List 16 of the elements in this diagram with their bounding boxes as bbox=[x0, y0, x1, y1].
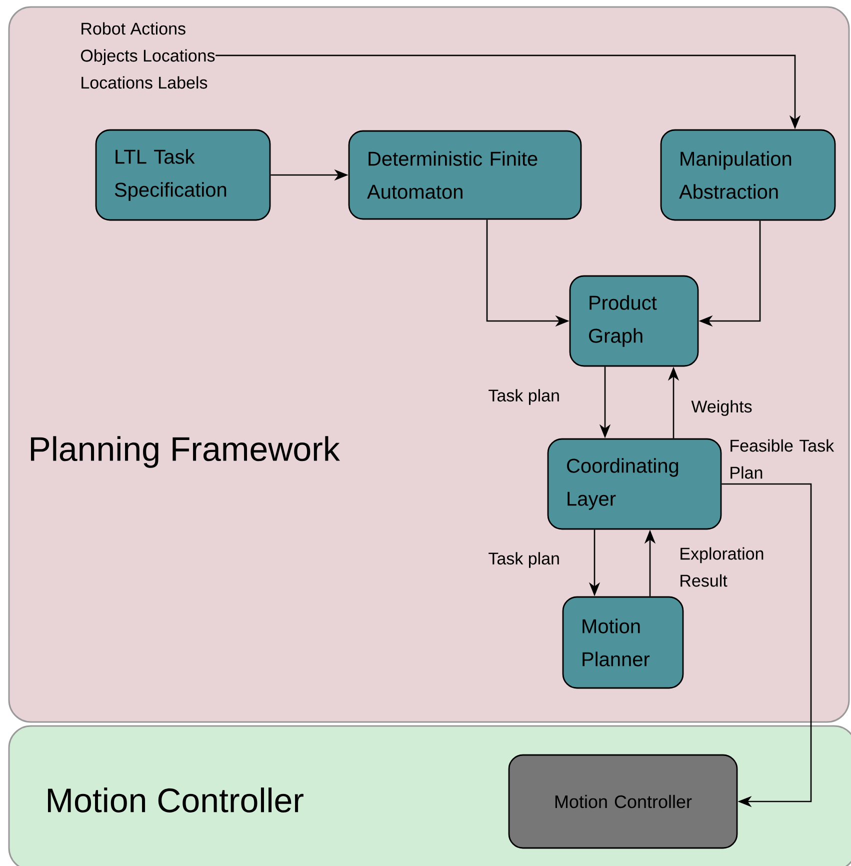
process-box: Motion Planner bbox=[562, 596, 684, 689]
process-box: Product Graph bbox=[569, 275, 699, 367]
input-list: Robot Actions Objects Locations Locations Labels bbox=[81, 22, 215, 89]
process-box: Manipulation Abstraction bbox=[660, 129, 836, 221]
process-box: Deterministic Finite Automaton bbox=[348, 130, 582, 220]
arrow bbox=[722, 483, 812, 808]
edge-label: Feasible Task Plan bbox=[730, 439, 834, 479]
edge-label: Task plan bbox=[488, 389, 559, 405]
process-box: Motion Controller bbox=[508, 754, 738, 849]
edge-label: Weights bbox=[691, 400, 752, 416]
process-box: Coordinating Layer bbox=[547, 438, 722, 530]
panel-title: Planning Framework bbox=[31, 436, 340, 468]
edge-label: Exploration Result bbox=[680, 547, 764, 587]
panel-title: Motion Controller bbox=[48, 788, 304, 812]
process-box: LTL Task Specification bbox=[95, 129, 271, 221]
edge-label: Task plan bbox=[488, 552, 559, 568]
